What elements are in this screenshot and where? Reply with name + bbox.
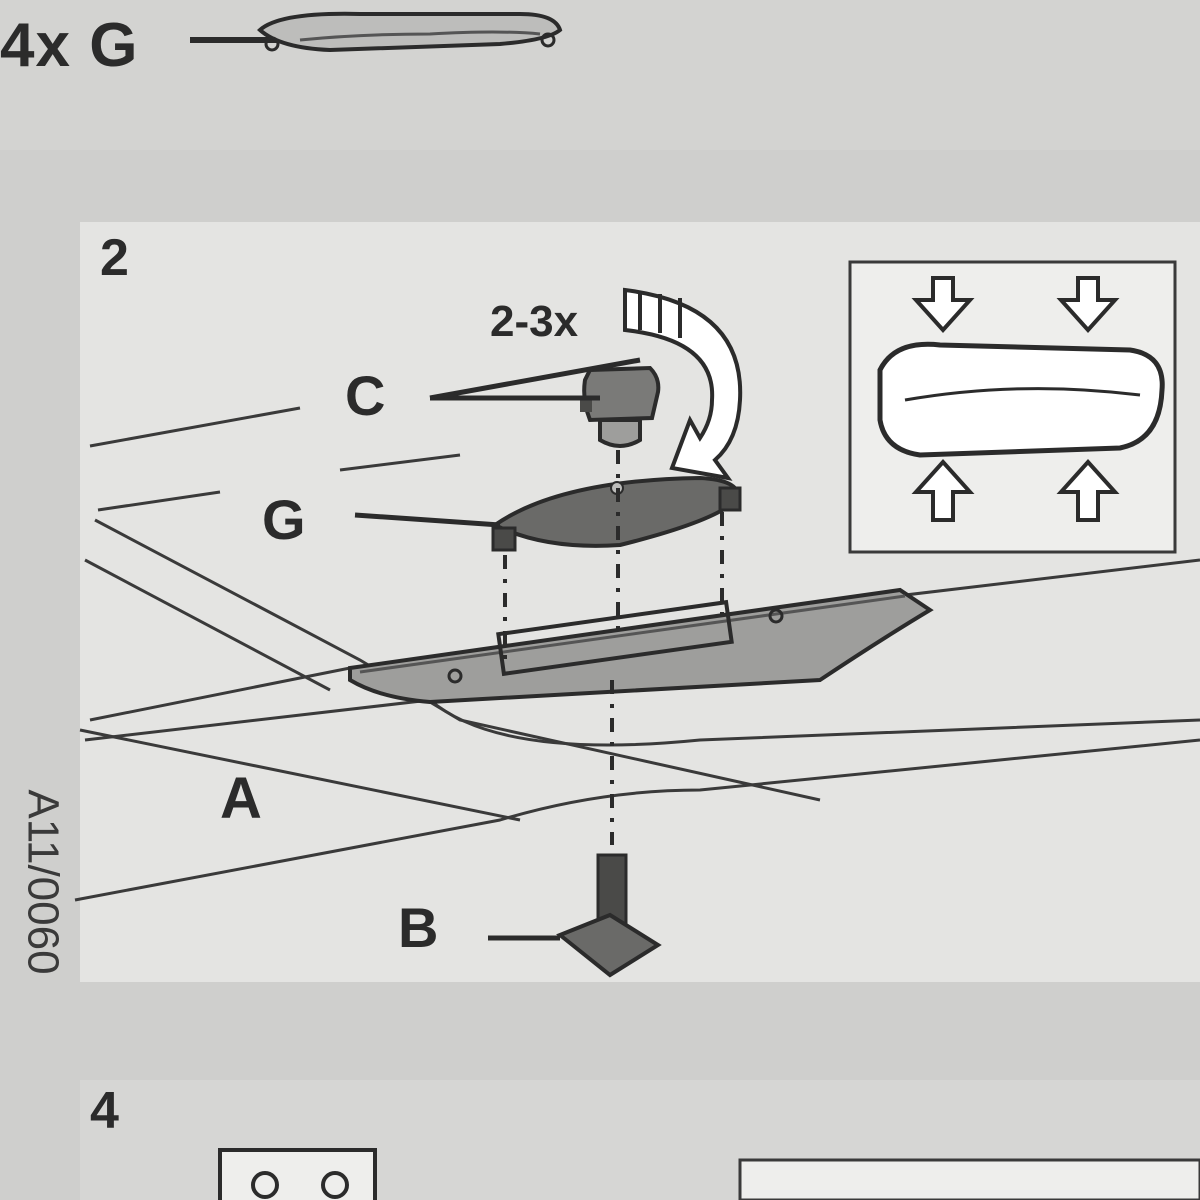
step4-bracket-icon — [218, 1148, 377, 1200]
press-detail-inset — [848, 260, 1177, 554]
roof-rail — [348, 587, 934, 705]
knob-nut-icon — [580, 365, 661, 448]
step-number-4: 4 — [90, 1082, 119, 1140]
part-label-c: C — [345, 364, 386, 427]
step4-inset — [738, 1158, 1200, 1200]
repeat-count-label: 2-3x — [490, 297, 579, 346]
press-arrows-icon — [911, 276, 1120, 522]
alignment-lines — [503, 450, 724, 845]
leader-lines — [354, 357, 641, 941]
part-label-g: G — [262, 488, 306, 551]
rotate-arrow-icon — [623, 287, 743, 481]
roof-outline — [74, 406, 1200, 902]
part-label-a: A — [220, 766, 262, 831]
step1-panel — [0, 0, 1200, 150]
parts-count-label: 4x G — [0, 11, 139, 80]
part-label-b: B — [398, 896, 439, 959]
side-document-code: A11/0060 — [18, 789, 68, 975]
t-bolt-icon — [556, 853, 662, 978]
step-number-2: 2 — [100, 229, 129, 287]
part-g-top-icon — [190, 11, 563, 53]
